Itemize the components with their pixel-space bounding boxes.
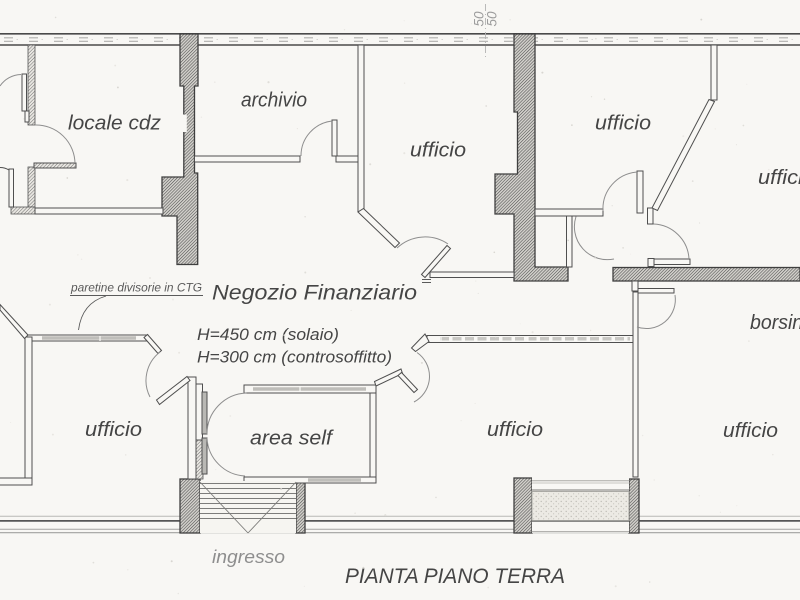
svg-text:Negozio Finanziario: Negozio Finanziario [212, 282, 417, 305]
svg-text:archivio: archivio [241, 90, 307, 112]
svg-text:locale cdz: locale cdz [68, 113, 161, 135]
svg-text:ufficio: ufficio [758, 166, 800, 189]
svg-text:50: 50 [485, 11, 500, 27]
svg-text:ufficio: ufficio [595, 112, 651, 135]
svg-text:H=300 cm (controsoffitto): H=300 cm (controsoffitto) [197, 349, 392, 367]
svg-text:ufficio: ufficio [723, 419, 778, 442]
svg-text:50: 50 [472, 11, 487, 27]
svg-text:ufficio: ufficio [487, 418, 543, 441]
svg-text:paretine divisorie in CTG: paretine divisorie in CTG [70, 281, 202, 295]
svg-text:ufficio: ufficio [85, 418, 142, 441]
svg-text:area self: area self [250, 427, 334, 450]
svg-text:ingresso: ingresso [212, 547, 285, 567]
svg-text:borsino: borsino [750, 311, 800, 334]
svg-text:ufficio: ufficio [410, 139, 466, 162]
svg-text:H=450 cm (solaio): H=450 cm (solaio) [197, 325, 339, 344]
svg-text:PIANTA PIANO TERRA: PIANTA PIANO TERRA [345, 565, 565, 588]
